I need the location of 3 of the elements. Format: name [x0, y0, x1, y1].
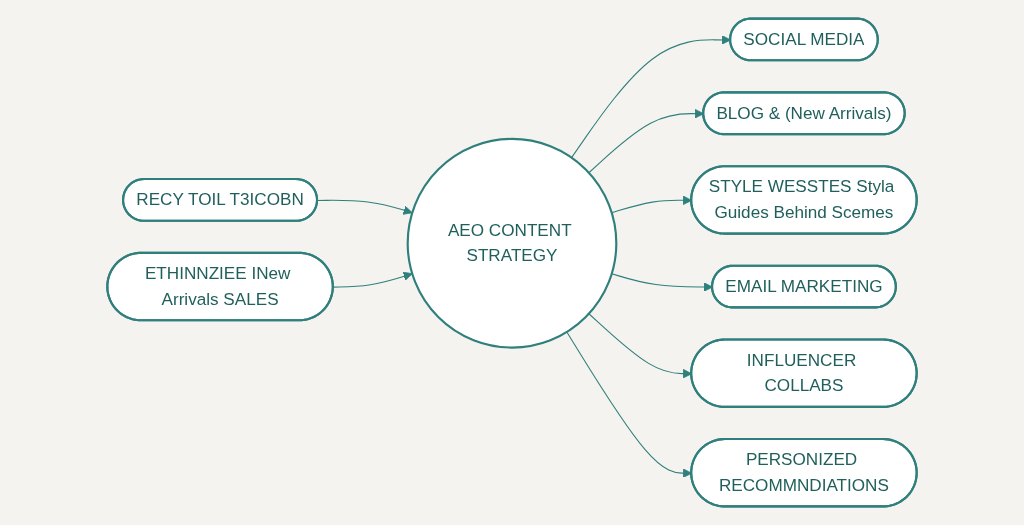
- node-circle: AEO CONTENT STRATEGY: [406, 137, 618, 349]
- arrow: [332, 271, 413, 288]
- arrow: [317, 199, 413, 215]
